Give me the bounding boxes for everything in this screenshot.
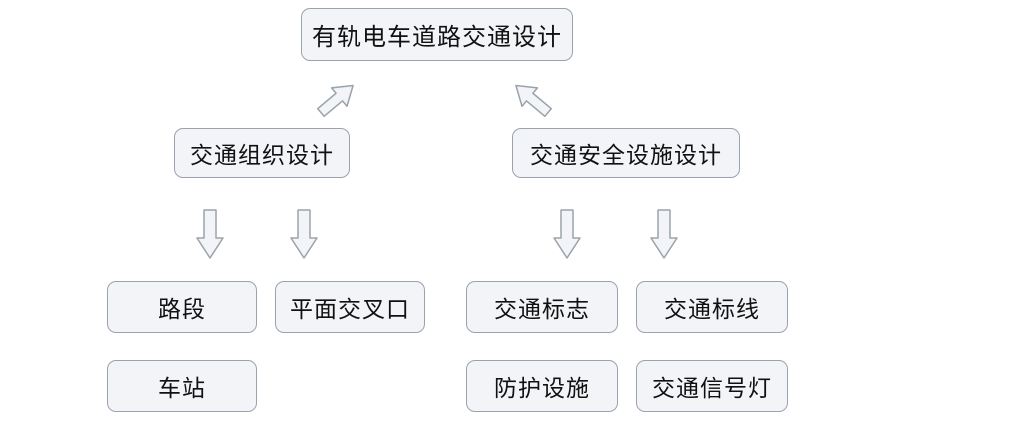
node-station-label: 车站 [158,376,206,402]
node-protection-facility[interactable]: 防护设施 [466,360,618,412]
node-traffic-marking[interactable]: 交通标线 [636,281,788,333]
node-traffic-signal-light[interactable]: 交通信号灯 [636,360,788,412]
arrow-root-to-safety-facility [508,76,556,122]
arrow-to-road-section [194,208,226,260]
node-traffic-marking-label: 交通标线 [664,297,760,323]
node-station[interactable]: 车站 [107,360,257,412]
node-safety-facility-label: 交通安全设施设计 [530,143,722,169]
node-traffic-sign-label: 交通标志 [494,297,590,323]
node-traffic-organization-label: 交通组织设计 [190,143,334,169]
node-root-label: 有轨电车道路交通设计 [312,23,562,51]
arrow-to-intersection [288,208,320,260]
node-traffic-sign[interactable]: 交通标志 [466,281,618,333]
node-safety-facility[interactable]: 交通安全设施设计 [512,128,740,178]
node-traffic-signal-light-label: 交通信号灯 [652,376,772,402]
node-intersection[interactable]: 平面交叉口 [275,281,425,333]
node-road-section[interactable]: 路段 [107,281,257,333]
arrow-to-traffic-marking [648,208,680,260]
node-intersection-label: 平面交叉口 [290,297,410,323]
node-root[interactable]: 有轨电车道路交通设计 [301,8,573,61]
arrow-to-traffic-sign [551,208,583,260]
node-road-section-label: 路段 [158,297,206,323]
arrow-root-to-traffic-organization [313,76,361,122]
node-protection-facility-label: 防护设施 [494,376,590,402]
node-traffic-organization[interactable]: 交通组织设计 [174,128,350,178]
